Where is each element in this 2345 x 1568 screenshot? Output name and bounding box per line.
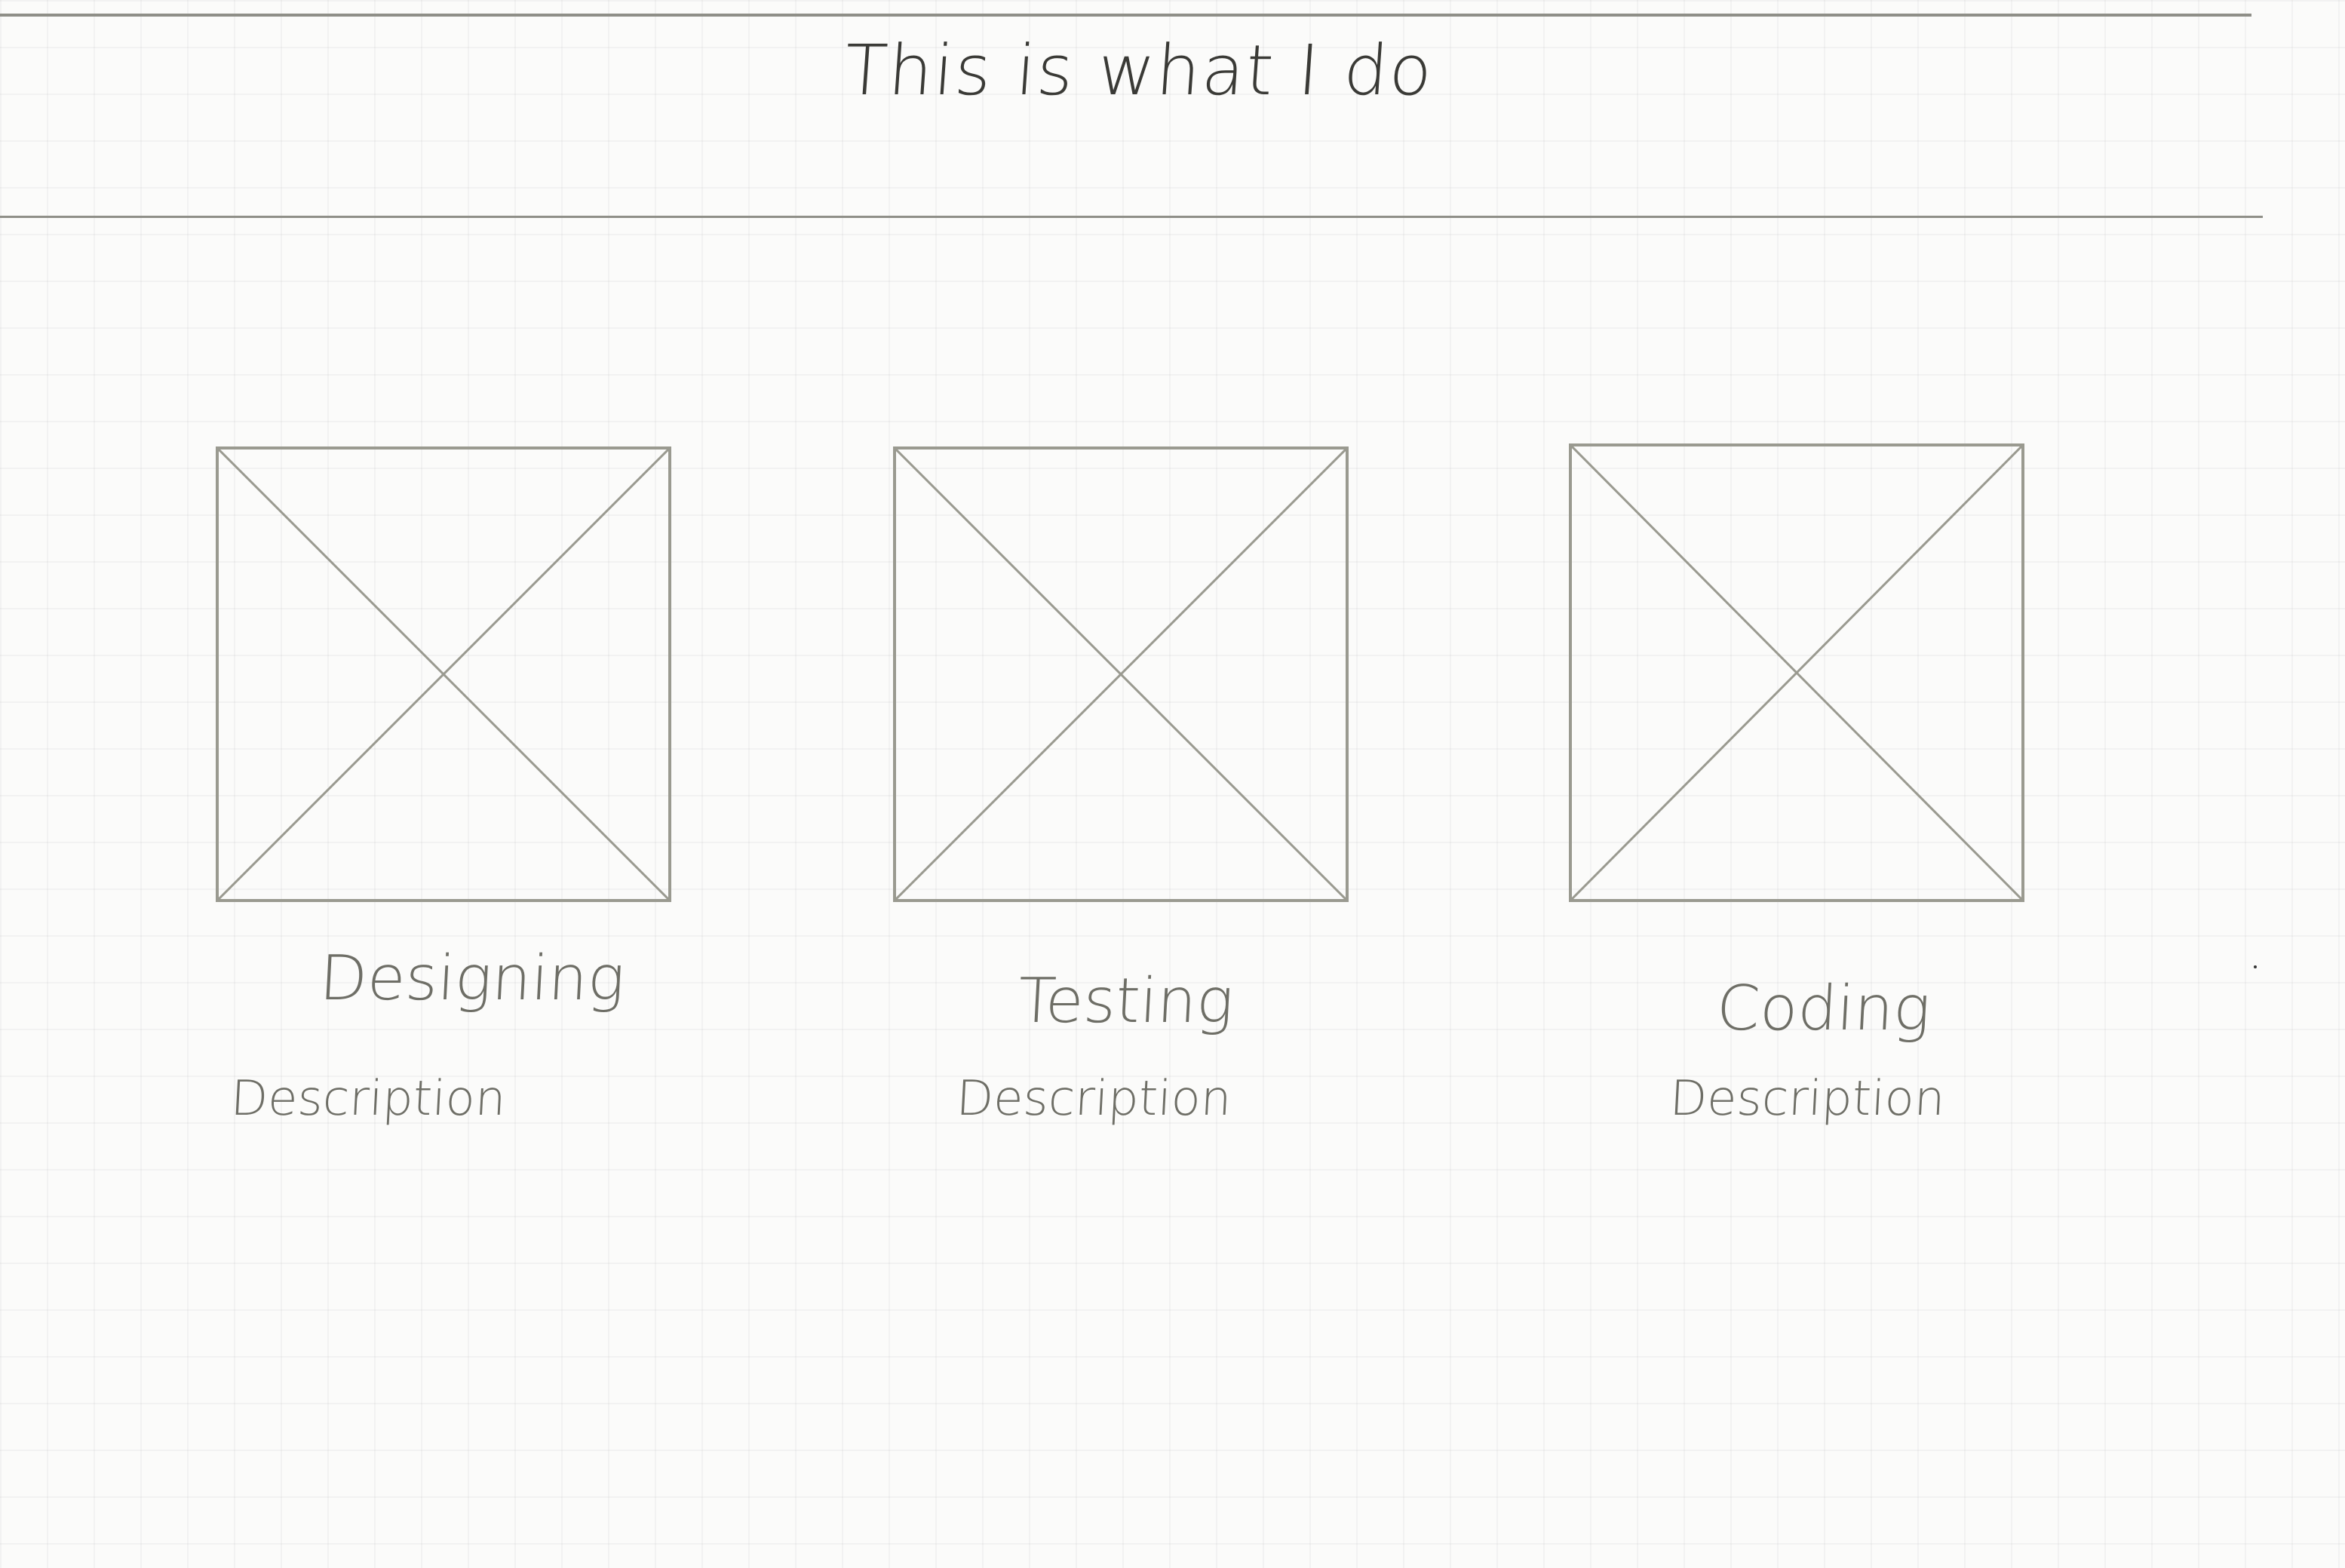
card-title: Designing — [318, 943, 627, 1014]
section-heading: This is what I do — [842, 30, 1437, 111]
image-placeholder-icon — [216, 446, 671, 902]
card-title: Testing — [1016, 965, 1235, 1037]
top-divider-line — [0, 14, 2251, 17]
card-description: Description — [229, 1071, 508, 1127]
card-title: Coding — [1714, 973, 1932, 1045]
image-placeholder-icon — [1569, 443, 2024, 902]
card-description: Description — [1668, 1071, 1947, 1127]
paper-speck — [2254, 965, 2257, 968]
header-divider-line — [0, 216, 2263, 218]
card-description: Description — [955, 1071, 1233, 1127]
image-placeholder-icon — [893, 446, 1349, 902]
